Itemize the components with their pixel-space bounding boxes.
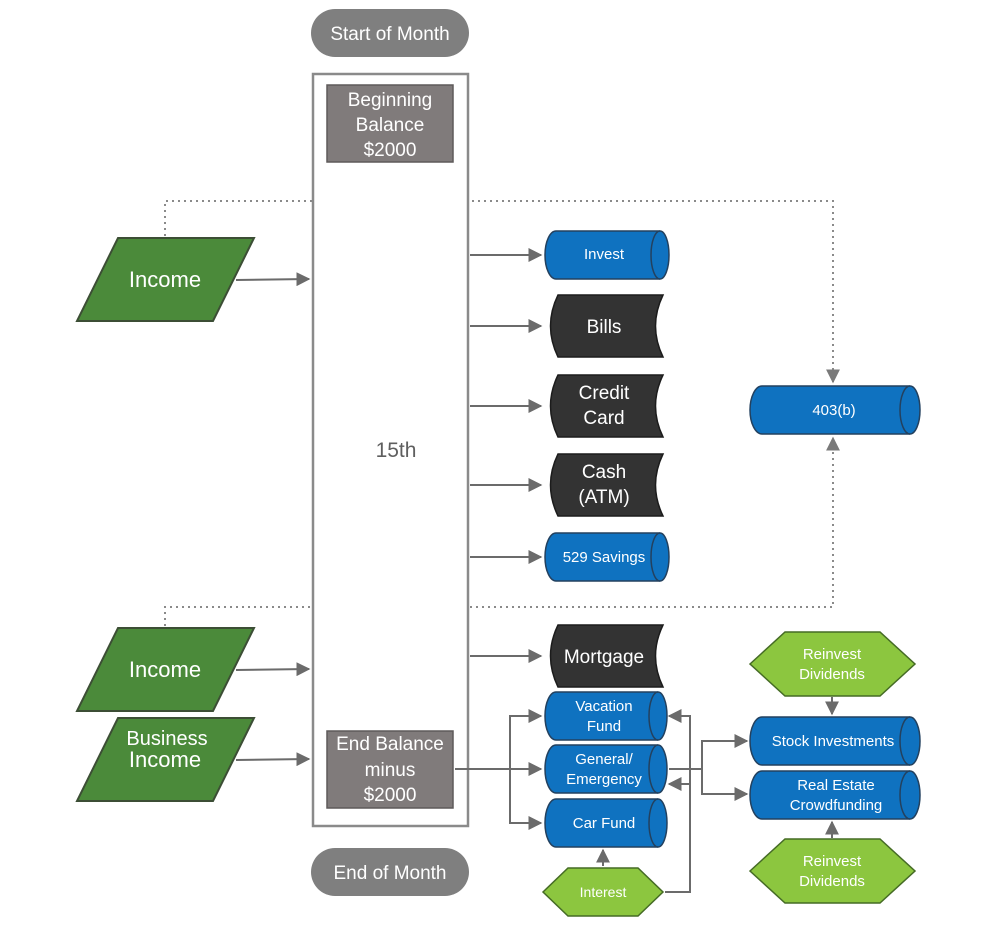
- income-top-label: Income: [129, 267, 201, 292]
- dotted-connector-top: [164, 200, 840, 384]
- credit-card-line1: Credit: [579, 383, 630, 404]
- reinvest-dividends-bottom-node: Reinvest Dividends: [748, 838, 917, 904]
- real-estate-line1: Real Estate: [797, 777, 875, 794]
- income-bottom-shape: Income: [75, 627, 256, 712]
- invest-node: Invest: [544, 230, 670, 280]
- savings-529-node: 529 Savings: [544, 532, 670, 582]
- savings-529-label: 529 Savings: [563, 549, 646, 566]
- general-emergency-line2: Emergency: [566, 771, 642, 788]
- interest-node: Interest: [541, 867, 665, 917]
- arrow-to-vacation: [509, 709, 543, 769]
- car-fund-label: Car Fund: [573, 815, 636, 832]
- mortgage-label: Mortgage: [564, 647, 644, 668]
- real-estate-line2: Crowdfunding: [790, 797, 883, 814]
- vacation-fund-line2: Fund: [587, 718, 621, 735]
- start-of-month-pill: Start of Month: [311, 9, 469, 57]
- general-emergency-line1: General/: [575, 751, 633, 768]
- car-fund-node: Car Fund: [544, 798, 668, 848]
- beginning-balance-line1: Beginning: [348, 90, 433, 111]
- retirement-403b-label: 403(b): [812, 402, 855, 419]
- start-of-month-label: Start of Month: [330, 24, 449, 45]
- beginning-balance-box: Beginning Balance $2000: [326, 84, 454, 163]
- stock-investments-node: Stock Investments: [749, 716, 921, 766]
- cash-atm-node: Cash (ATM): [549, 453, 665, 517]
- stock-investments-label: Stock Investments: [772, 733, 895, 750]
- arrow-to-real-estate: [701, 769, 749, 801]
- reinvest-bottom-line1: Reinvest: [803, 853, 862, 870]
- real-estate-node: Real Estate Crowdfunding: [749, 770, 921, 820]
- end-balance-box: End Balance minus $2000: [326, 730, 454, 809]
- reinvest-dividends-top-node: Reinvest Dividends: [748, 631, 917, 697]
- bills-node: Bills: [549, 294, 665, 358]
- arrow-business-income: [235, 752, 311, 767]
- reinvest-bottom-line2: Dividends: [799, 873, 865, 890]
- business-income-shape: Business Income: [75, 717, 256, 802]
- end-of-month-label: End of Month: [333, 863, 446, 884]
- business-income-line1: Business: [126, 728, 207, 750]
- general-emergency-node: General/ Emergency: [544, 744, 668, 794]
- income-bottom-label: Income: [129, 657, 201, 682]
- end-balance-line1: End Balance: [336, 734, 444, 755]
- vacation-fund-line1: Vacation: [575, 698, 632, 715]
- arrow-income-top: [235, 272, 311, 287]
- end-of-month-pill: End of Month: [311, 848, 469, 896]
- beginning-balance-line2: Balance: [356, 115, 425, 136]
- retirement-403b-node: 403(b): [749, 385, 921, 435]
- cash-line1: Cash: [582, 462, 626, 483]
- beginning-balance-line3: $2000: [364, 140, 417, 161]
- interest-label: Interest: [580, 884, 627, 900]
- bills-label: Bills: [587, 317, 622, 338]
- invest-label: Invest: [584, 246, 625, 263]
- credit-card-line2: Card: [583, 408, 624, 429]
- arrow-to-stock: [701, 734, 749, 769]
- arrow-to-car-fund: [509, 769, 543, 830]
- month-column: [311, 72, 470, 828]
- arrow-income-bottom: [235, 662, 311, 677]
- business-income-line2: Income: [129, 747, 201, 772]
- end-balance-line3: $2000: [364, 785, 417, 806]
- mortgage-node: Mortgage: [549, 624, 665, 688]
- income-top-shape: Income: [75, 237, 256, 322]
- cash-line2: (ATM): [578, 487, 629, 508]
- reinvest-top-line2: Dividends: [799, 666, 865, 683]
- vacation-fund-node: Vacation Fund: [544, 691, 668, 741]
- arrow-interest-to-vacation: [665, 709, 691, 893]
- reinvest-top-line1: Reinvest: [803, 646, 862, 663]
- dotted-connector-bottom: [164, 436, 840, 626]
- credit-card-node: Credit Card: [549, 374, 665, 438]
- end-balance-line2: minus: [365, 760, 416, 781]
- mid-month-label: 15th: [376, 439, 417, 462]
